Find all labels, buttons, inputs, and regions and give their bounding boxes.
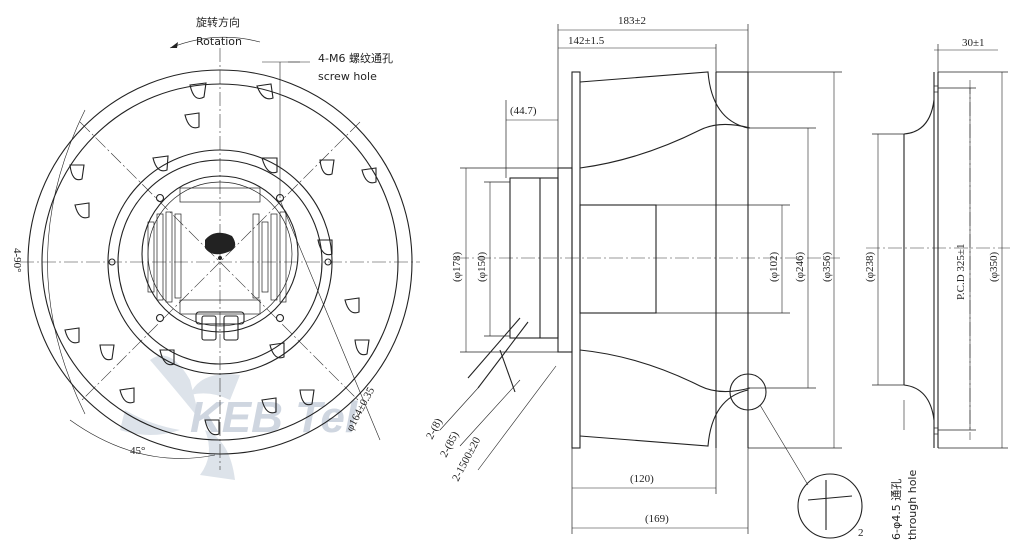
through-hole-en: through hole [906,470,919,540]
dim-44-7: (44.7) [510,105,537,117]
watermark-fan-icon [120,355,240,480]
detail-dim-2: 2 [858,527,864,539]
screw-hole-label-en: screw hole [318,70,377,83]
angle-4x90-label: 4-90° [11,248,23,273]
dim-120: (120) [630,473,654,485]
dim-178: (φ178) [451,251,463,282]
dim-cable-85: 2-(85) [438,429,462,459]
dim-150: (φ150) [476,251,488,282]
dim-30: 30±1 [962,37,985,49]
ring-view: 30±1 (φ238) P.C.D 325±1 (φ350) 6-φ4.5 通孔… [864,37,1010,540]
dim-142: 142±1.5 [568,35,605,47]
rotation-label-en: Rotation [196,35,242,48]
angle-45-label: 45° [130,445,145,457]
dim-246: (φ246) [794,251,806,282]
logo-icon [205,232,236,255]
screw-hole-label-cn: 4-M6 螺纹通孔 [318,51,393,65]
through-hole-cn: 6-φ4.5 通孔 [890,479,903,540]
pcd-325: P.C.D 325±1 [955,244,967,300]
rotation-label-cn: 旋转方向 [196,15,240,29]
dim-cable-8: 2-(8) [424,416,445,441]
side-view: 183±2 142±1.5 (44.7) (φ178) (φ150) (φ102… [424,15,863,539]
dim-169: (169) [645,513,669,525]
dim-238: (φ238) [864,251,876,282]
dim-102: (φ102) [768,251,780,282]
dim-183: 183±2 [618,15,646,27]
dim-350: (φ350) [988,251,1000,282]
dim-356: (φ356) [821,251,833,282]
